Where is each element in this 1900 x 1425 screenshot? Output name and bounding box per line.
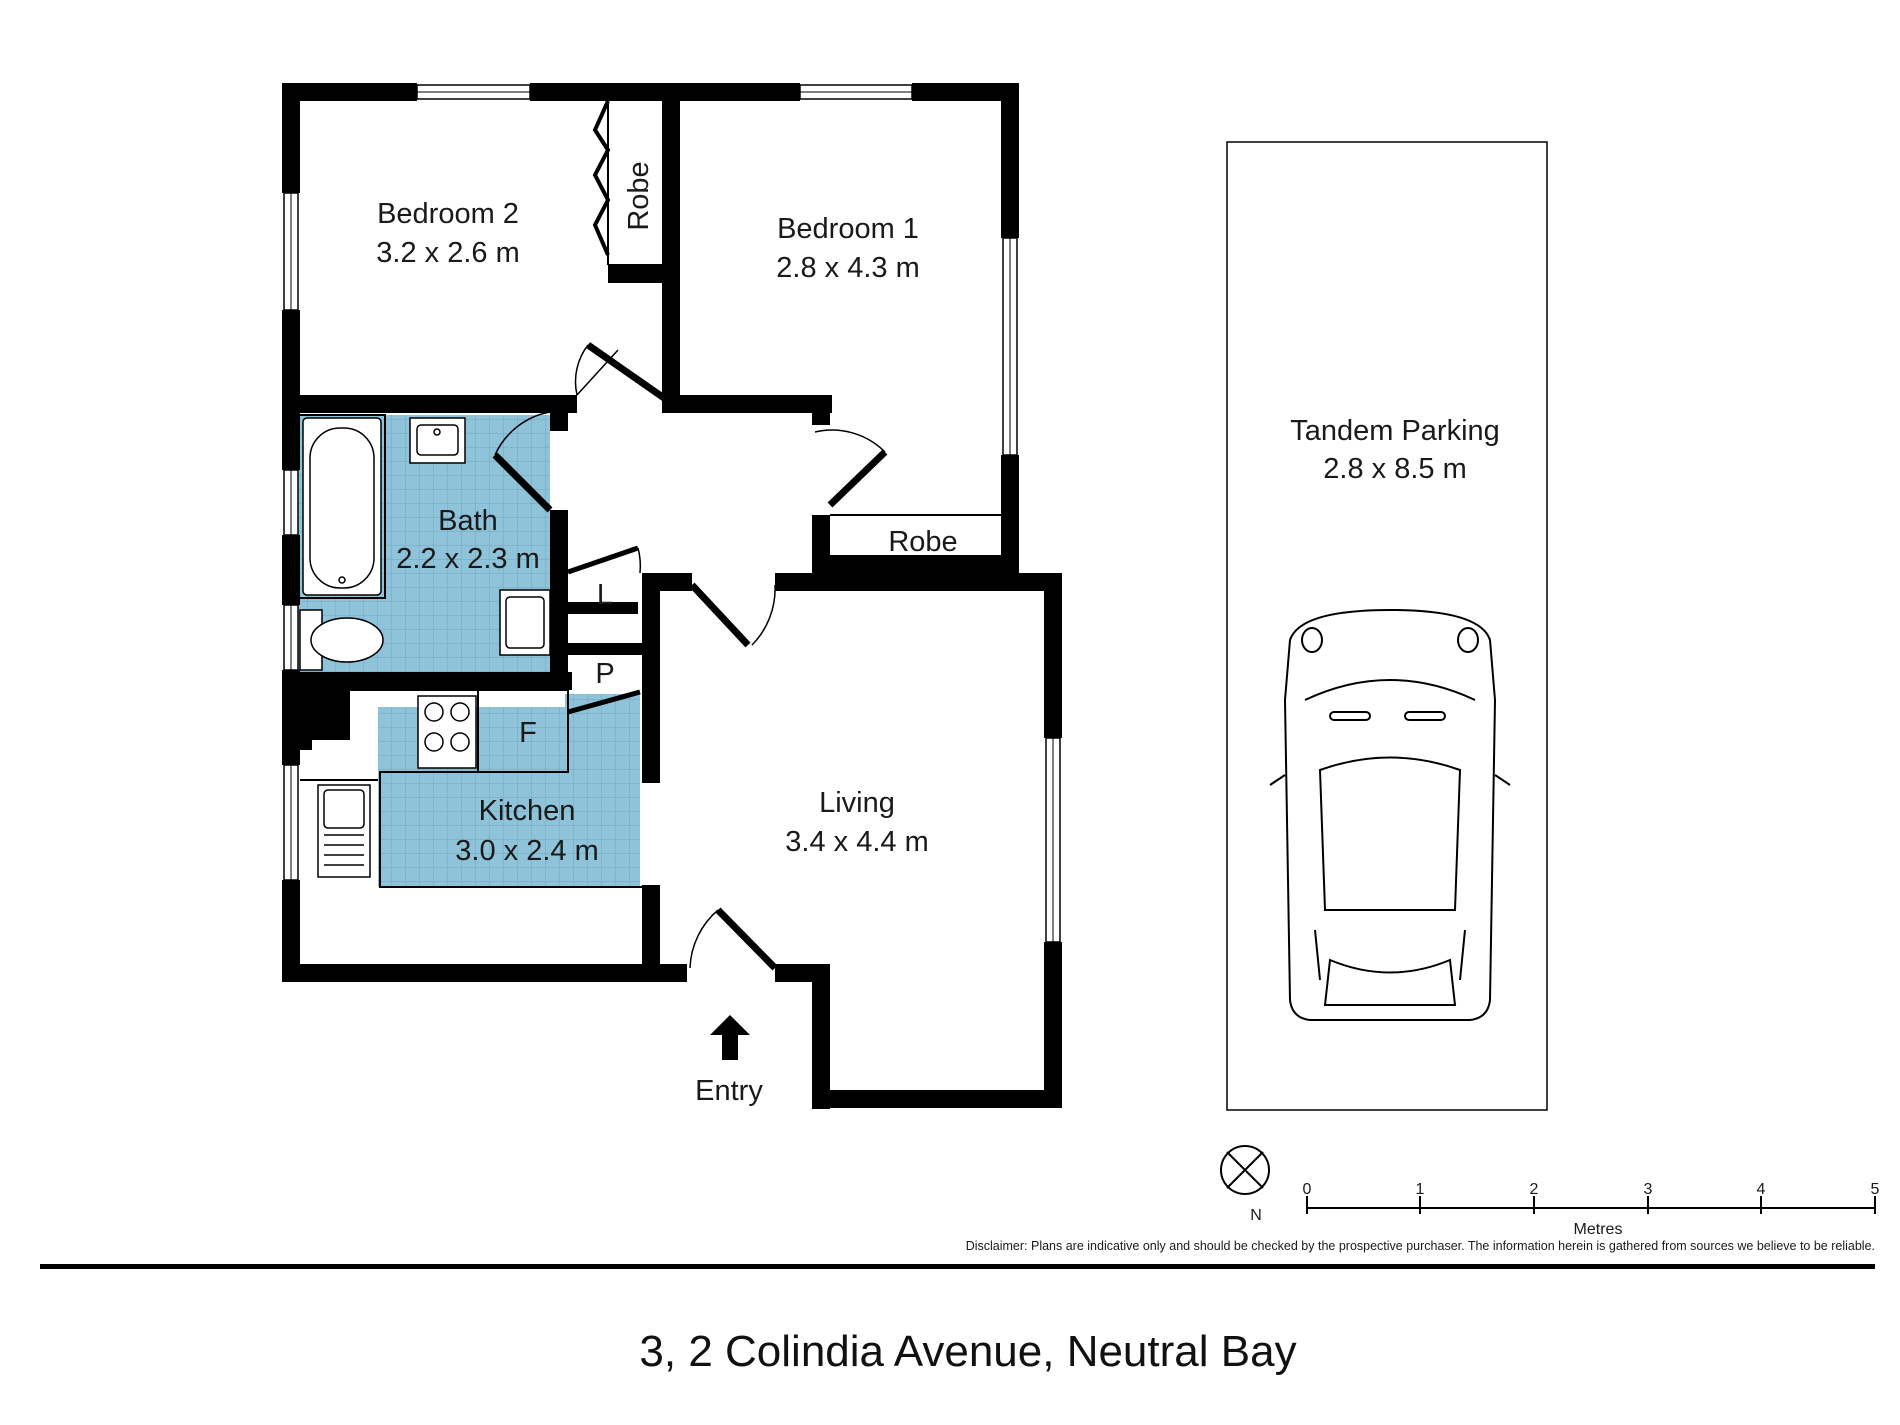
partition-lines — [300, 101, 1001, 888]
footer-rule — [40, 1264, 1875, 1269]
scale-tick-5: 5 — [1871, 1181, 1880, 1198]
kitchen-name: Kitchen — [479, 795, 576, 827]
linen-label: L — [597, 579, 613, 611]
north-label: N — [1250, 1207, 1262, 1224]
robe-bedroom1-label: Robe — [888, 526, 957, 558]
bath-dims: 2.2 x 2.3 m — [396, 543, 539, 575]
parking-name: Tandem Parking — [1290, 415, 1500, 447]
basin-top — [409, 417, 466, 464]
scale-tick-2: 2 — [1530, 1181, 1539, 1198]
robe-vertical-label: Robe — [623, 161, 655, 230]
scale-tick-1: 1 — [1416, 1181, 1425, 1198]
scale-tick-0: 0 — [1303, 1181, 1312, 1198]
living-dims: 3.4 x 4.4 m — [785, 826, 928, 858]
kitchen-sink — [317, 784, 371, 878]
entry-label: Entry — [695, 1075, 763, 1107]
walls — [282, 83, 1062, 1109]
living-name: Living — [819, 787, 895, 819]
toilet — [299, 609, 384, 671]
scale-tick-4: 4 — [1757, 1181, 1766, 1198]
cooktop — [417, 695, 477, 769]
scale-tick-3: 3 — [1644, 1181, 1653, 1198]
scale-labels: 0 1 2 3 4 5 Metres N — [1250, 1181, 1879, 1238]
pantry-label: P — [595, 658, 614, 690]
vanity-basin — [499, 589, 551, 656]
kitchen-dims: 3.0 x 2.4 m — [455, 835, 598, 867]
disclaimer: Disclaimer: Plans are indicative only an… — [966, 1239, 1875, 1253]
bathtub — [302, 417, 382, 596]
bedroom1-name: Bedroom 1 — [777, 213, 919, 245]
fridge-label: F — [519, 717, 537, 749]
doors — [492, 100, 888, 971]
bedroom1-dims: 2.8 x 4.3 m — [776, 252, 919, 284]
entry-arrow-icon — [710, 1015, 750, 1060]
room-labels: Bedroom 2 3.2 x 2.6 m Robe Bedroom 1 2.8… — [376, 161, 1500, 1107]
bath-name: Bath — [438, 505, 498, 537]
fixtures — [299, 417, 551, 878]
car-icon — [1269, 608, 1511, 1021]
window-centerlines — [290, 91, 1054, 942]
parking-dims: 2.8 x 8.5 m — [1323, 453, 1466, 485]
north-compass-icon — [1220, 1145, 1270, 1195]
scale-unit: Metres — [1574, 1221, 1623, 1238]
bedroom2-dims: 3.2 x 2.6 m — [376, 237, 519, 269]
bedroom2-name: Bedroom 2 — [377, 198, 519, 230]
scale-bar — [1306, 1196, 1876, 1214]
property-address: 3, 2 Colindia Avenue, Neutral Bay — [639, 1327, 1296, 1376]
